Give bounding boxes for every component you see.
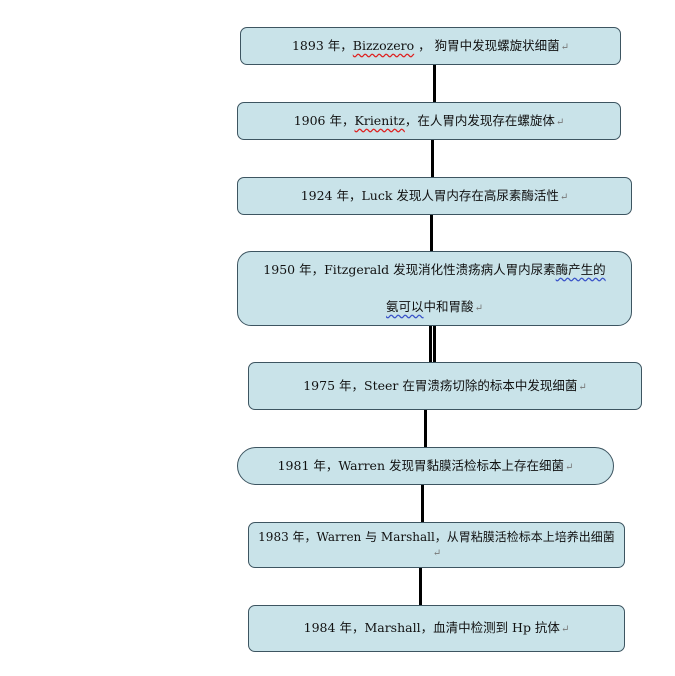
event-text: 1906 年，Krienitz，在人胃内发现存在螺旋体↵ (293, 112, 565, 128)
timeline-event-1950: 1950 年，Fitzgerald 发现消化性溃疡病人胃内尿素酶产生的氨可以中和… (237, 251, 632, 326)
timeline-event-1975: 1975 年，Steer 在胃溃疡切除的标本中发现细菌↵ (248, 362, 642, 410)
event-text: 1975 年，Steer 在胃溃疡切除的标本中发现细菌↵ (303, 377, 587, 393)
event-text: 1984 年，Marshall，血清中检测到 Hp 抗体↵ (303, 620, 570, 636)
event-text: 1983 年，Warren 与 Marshall，从胃粘膜活检标本上培养出细菌↵ (258, 529, 615, 559)
connector-line-1 (433, 64, 436, 104)
connector-line-3 (430, 213, 433, 253)
event-text: 1950 年，Fitzgerald 发现消化性溃疡病人胃内尿素酶产生的氨可以中和… (263, 261, 606, 314)
connector-line-2 (431, 138, 434, 178)
timeline-event-1893: 1893 年，Bizzozero ， 狗胃中发现螺旋状细菌↵ (240, 27, 621, 65)
timeline-event-1981: 1981 年，Warren 发现胃黏膜活检标本上存在细菌↵ (237, 447, 614, 485)
event-text: 1924 年，Luck 发现人胃内存在高尿素酶活性↵ (300, 187, 569, 203)
connector-line-4 (429, 325, 432, 363)
connector-line-6 (421, 484, 424, 524)
timeline-event-1983: 1983 年，Warren 与 Marshall，从胃粘膜活检标本上培养出细菌↵ (248, 522, 625, 568)
timeline-event-1906: 1906 年，Krienitz，在人胃内发现存在螺旋体↵ (237, 102, 621, 140)
connector-line-4b (433, 325, 436, 363)
timeline-event-1984: 1984 年，Marshall，血清中检测到 Hp 抗体↵ (248, 605, 625, 652)
event-text: 1981 年，Warren 发现胃黏膜活检标本上存在细菌↵ (277, 457, 574, 473)
connector-line-5 (424, 409, 427, 449)
event-text: 1893 年，Bizzozero ， 狗胃中发现螺旋状细菌↵ (291, 37, 569, 53)
connector-line-7 (419, 567, 422, 607)
timeline-event-1924: 1924 年，Luck 发现人胃内存在高尿素酶活性↵ (237, 177, 632, 215)
